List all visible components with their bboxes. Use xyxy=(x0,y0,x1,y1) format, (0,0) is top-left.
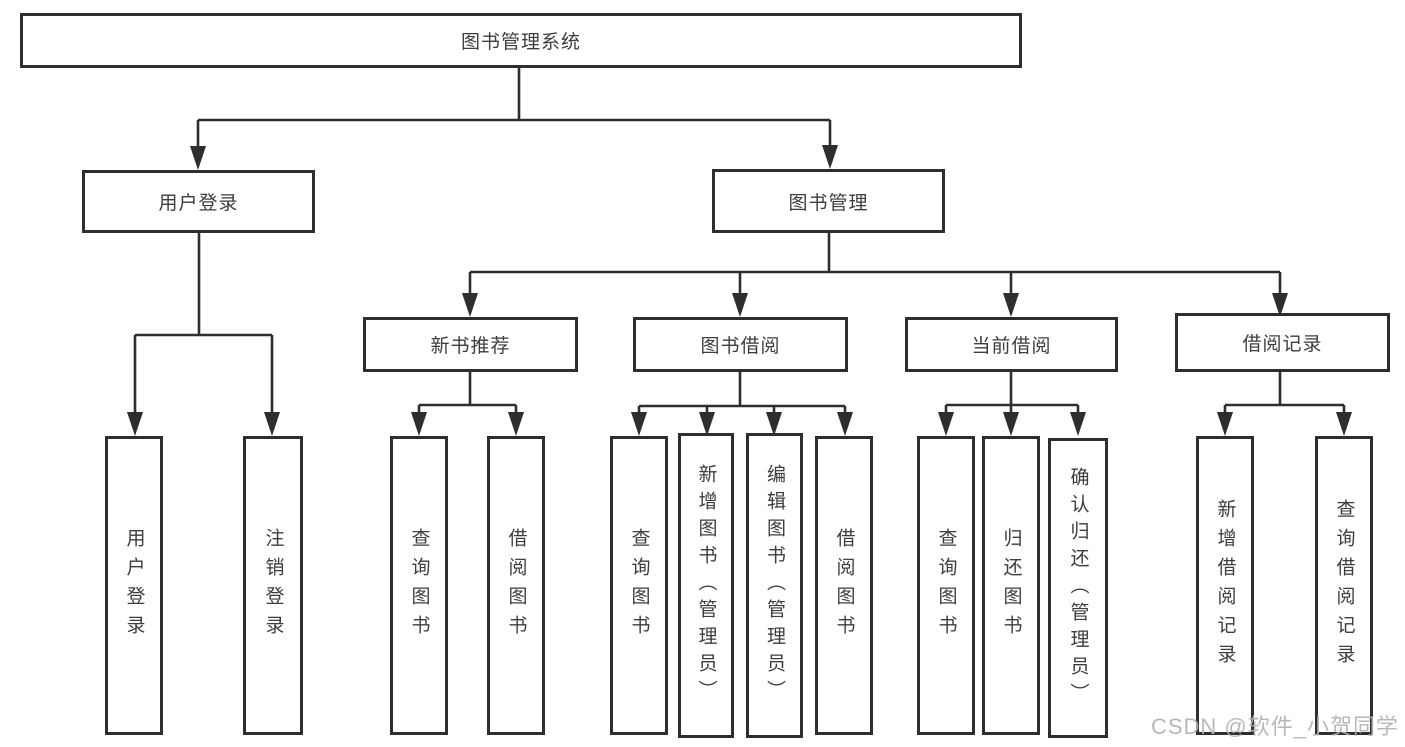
leaf-borrow-books-recommend-label: 借阅图书 xyxy=(505,527,527,644)
node-user-login-label: 用户登录 xyxy=(158,193,239,214)
leaf-borrow-books-recommend: 借阅图书 xyxy=(487,436,545,735)
node-book-borrowing-label: 图书借阅 xyxy=(700,336,781,357)
leaf-add-books-admin: 新增图书（管理员） xyxy=(678,433,734,738)
leaf-edit-books-admin: 编辑图书（管理员） xyxy=(746,433,803,738)
node-borrowing-records: 借阅记录 xyxy=(1175,313,1390,372)
leaf-logout-label: 注销登录 xyxy=(262,527,284,644)
node-system-root-label: 图书管理系统 xyxy=(460,32,581,53)
leaf-confirm-return-admin-label: 确认归还（管理员） xyxy=(1067,466,1089,710)
leaf-borrow-books-borrowing-label: 借阅图书 xyxy=(833,527,855,644)
leaf-query-books-current: 查询图书 xyxy=(917,436,975,735)
csdn-watermark: CSDN @软件_小贺同学 xyxy=(1150,714,1399,739)
leaf-borrow-books-borrowing: 借阅图书 xyxy=(815,436,873,735)
leaf-user-login: 用户登录 xyxy=(105,436,163,735)
leaf-add-books-admin-label: 新增图书（管理员） xyxy=(695,464,717,707)
leaf-edit-books-admin-label: 编辑图书（管理员） xyxy=(764,464,785,707)
node-book-borrowing: 图书借阅 xyxy=(633,317,848,372)
node-current-borrowing-label: 当前借阅 xyxy=(971,336,1052,357)
leaf-query-books-current-label: 查询图书 xyxy=(935,527,957,644)
leaf-return-books: 归还图书 xyxy=(982,436,1040,735)
leaf-add-borrow-record-label: 新增借阅记录 xyxy=(1214,498,1236,673)
node-user-login: 用户登录 xyxy=(82,170,315,233)
leaf-query-borrow-record: 查询借阅记录 xyxy=(1315,436,1373,735)
node-current-borrowing: 当前借阅 xyxy=(905,317,1118,372)
node-new-book-recommend: 新书推荐 xyxy=(363,317,578,372)
leaf-query-books-borrowing: 查询图书 xyxy=(610,436,668,735)
leaf-query-books-borrowing-label: 查询图书 xyxy=(628,527,650,644)
leaf-query-books-recommend-label: 查询图书 xyxy=(408,527,430,644)
leaf-query-books-recommend: 查询图书 xyxy=(390,436,448,735)
node-book-management: 图书管理 xyxy=(712,169,945,233)
leaf-user-login-label: 用户登录 xyxy=(123,527,145,644)
leaf-logout: 注销登录 xyxy=(243,436,303,735)
leaf-add-borrow-record: 新增借阅记录 xyxy=(1196,436,1254,735)
node-new-book-recommend-label: 新书推荐 xyxy=(430,336,511,357)
arrowheads xyxy=(127,145,1352,436)
node-borrowing-records-label: 借阅记录 xyxy=(1242,334,1323,355)
leaf-return-books-label: 归还图书 xyxy=(1000,527,1022,644)
leaf-confirm-return-admin: 确认归还（管理员） xyxy=(1048,438,1108,738)
node-book-management-label: 图书管理 xyxy=(788,192,869,214)
node-system-root: 图书管理系统 xyxy=(20,13,1022,68)
leaf-query-borrow-record-label: 查询借阅记录 xyxy=(1333,498,1355,673)
